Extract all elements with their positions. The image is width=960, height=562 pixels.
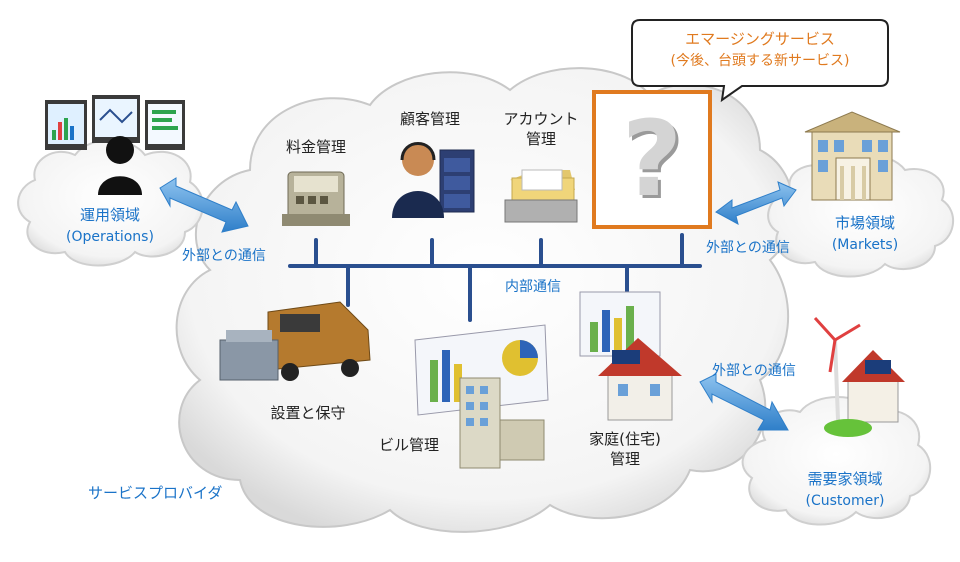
cash-register-icon: [282, 171, 350, 226]
emerging-service-subtitle: (今後、台頭する新サービス): [670, 53, 850, 69]
markets-arrow: [715, 181, 797, 225]
home-mgmt-label-line1: 家庭(住宅): [589, 430, 661, 448]
account-mgmt-label-line2: 管理: [525, 130, 556, 148]
emerging-callout-bubble: [631, 19, 889, 103]
call-center-agent-icon: [392, 142, 475, 218]
customer-home-icon: [813, 316, 905, 437]
operations-domain-label-en: (Operations): [66, 229, 154, 245]
service-provider-label: サービスプロバイダ: [88, 484, 223, 502]
emerging-service-box: [592, 90, 712, 229]
service-van-icon: [219, 301, 371, 381]
customer-mgmt-label: 顧客管理: [399, 110, 460, 128]
home-solar-icon: [579, 291, 682, 421]
internal-comm-label: 内部通信: [505, 279, 561, 295]
folder-tray-icon: [504, 169, 578, 223]
account-mgmt-label-line1: アカウント: [503, 110, 579, 128]
building-mgmt-label: ビル管理: [378, 436, 439, 454]
install-maint-label: 設置と保守: [270, 404, 346, 422]
markets-domain-label-en: (Markets): [831, 237, 899, 253]
building-charts-icon: [414, 324, 549, 469]
customer-arrow: [699, 373, 789, 431]
customer-domain-label: 需要家領域: [807, 470, 883, 488]
external-comm-label-operations: 外部との通信: [182, 248, 266, 264]
markets-building-icon: [804, 111, 901, 201]
operations-domain-label: 運用領域: [79, 206, 140, 224]
question-mark-icon: ?: [621, 98, 683, 220]
emerging-service-title: エマージングサービス: [685, 30, 835, 48]
customer-domain-label-en: (Customer): [805, 493, 885, 509]
external-comm-label-markets: 外部との通信: [706, 240, 790, 256]
operations-monitors-icon: [45, 95, 185, 195]
external-comm-label-customer: 外部との通信: [712, 363, 796, 379]
home-mgmt-label-line2: 管理: [609, 450, 640, 468]
markets-domain-label: 市場領域: [834, 214, 895, 232]
operations-arrow: [159, 177, 249, 233]
billing-label: 料金管理: [285, 138, 346, 156]
customer-cloud: [741, 396, 932, 526]
